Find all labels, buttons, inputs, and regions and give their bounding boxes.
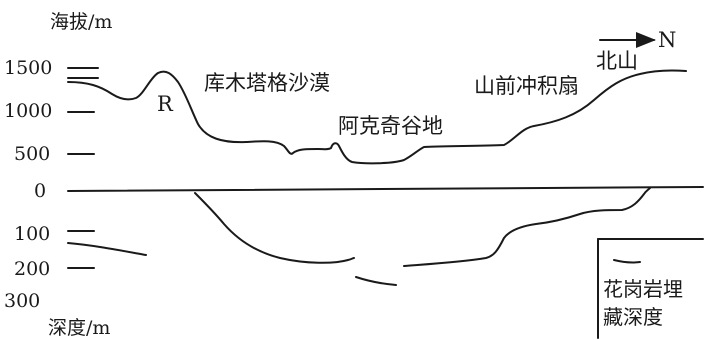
legend-line-sample bbox=[613, 259, 641, 264]
granite-depth-line-fragment bbox=[355, 276, 397, 286]
elevation-axis-title: 海拔/m bbox=[50, 11, 112, 33]
elevation-tick-0: 0 bbox=[34, 180, 46, 202]
elevation-tick-500: 500 bbox=[14, 143, 50, 165]
north-mountain-label: 北山 bbox=[596, 49, 638, 73]
granite-depth-line-main bbox=[194, 192, 355, 264]
depth-axis-title: 深度/m bbox=[48, 317, 110, 339]
depth-tick-300: 300 bbox=[4, 290, 40, 312]
piedmont-fan-label: 山前冲积扇 bbox=[474, 74, 579, 98]
surface-profile-line bbox=[67, 69, 687, 165]
depth-tick-200: 200 bbox=[14, 258, 50, 280]
north-label: N bbox=[658, 28, 676, 52]
agi-valley-label: 阿克奇谷地 bbox=[338, 114, 443, 138]
legend-text-line1: 花岗岩埋 bbox=[603, 277, 683, 301]
legend-box: 花岗岩埋 藏深度 bbox=[597, 238, 704, 339]
elevation-tick-1000: 1000 bbox=[4, 100, 52, 122]
kumtag-desert-label: 库木塔格沙漠 bbox=[204, 71, 330, 95]
zero-baseline bbox=[67, 186, 704, 192]
legend-text-line2: 藏深度 bbox=[603, 305, 663, 329]
granite-depth-line-right bbox=[403, 187, 651, 267]
depth-tick-100: 100 bbox=[14, 223, 50, 245]
r-mark-label: R bbox=[157, 92, 174, 116]
left-depth-segment bbox=[67, 242, 147, 256]
axis-tick-marks bbox=[67, 67, 99, 269]
elevation-tick-1500: 1500 bbox=[4, 57, 52, 79]
